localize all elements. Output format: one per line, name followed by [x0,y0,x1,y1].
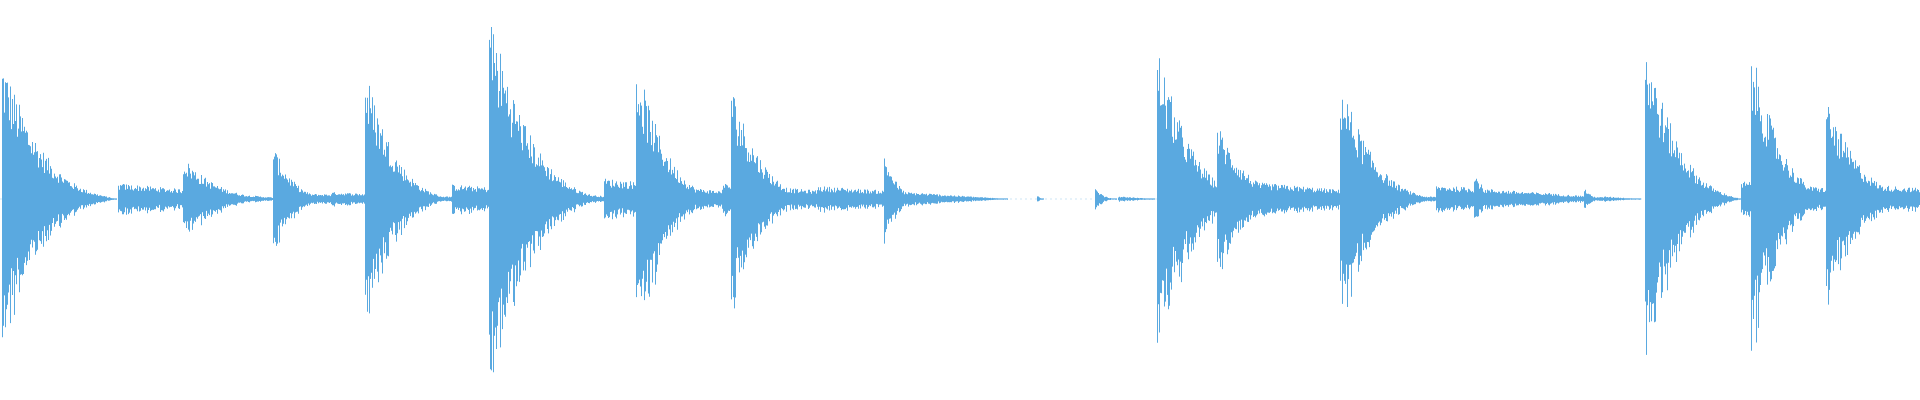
waveform-path [2,27,1920,373]
waveform-bars [0,27,1920,373]
